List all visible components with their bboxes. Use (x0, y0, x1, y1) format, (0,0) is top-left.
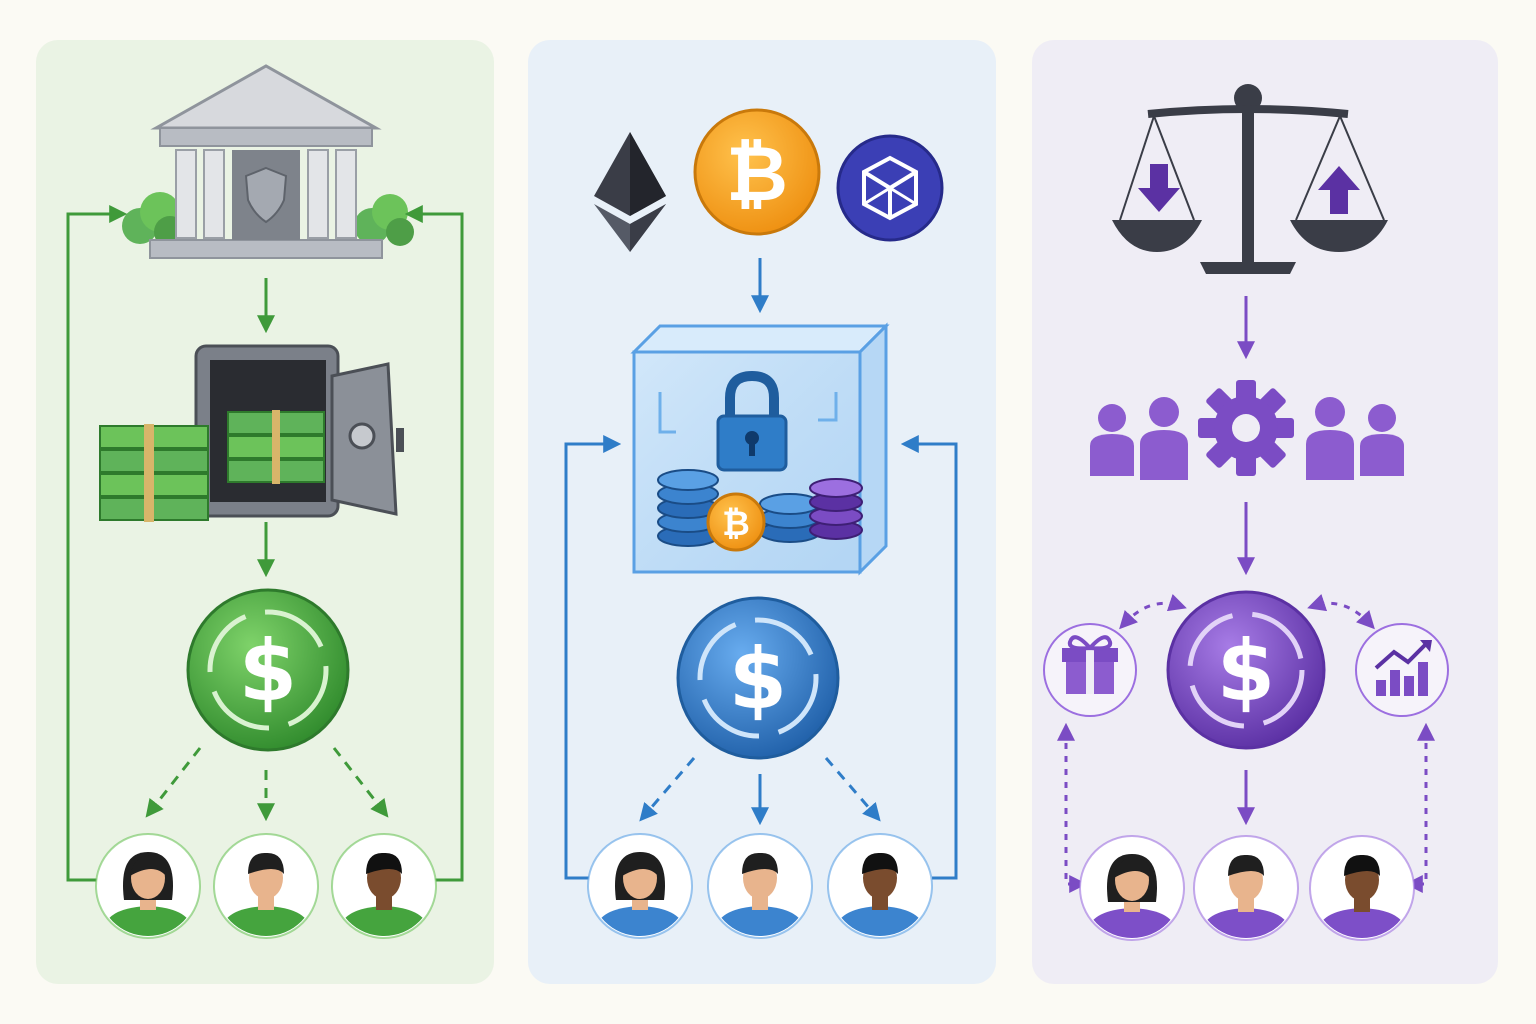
ethereum-icon (594, 132, 666, 252)
user-avatar-woman (1079, 835, 1185, 941)
gear-icon (1198, 380, 1294, 476)
reward-flow-arrow (1119, 594, 1187, 630)
balance-scale-icon (1112, 84, 1388, 274)
user-avatar-man (213, 833, 319, 939)
panel-crypto: ₿ (564, 108, 958, 939)
user-avatar-man-dark (331, 833, 437, 939)
bitcoin-small-coin-icon: ₿ (706, 492, 766, 552)
panel-fiat: $ (66, 64, 464, 939)
user-avatar-woman (95, 833, 201, 939)
bitcoin-coin-icon: ₿ (693, 108, 821, 236)
dollar-coin-icon: $ (186, 588, 350, 752)
cube-token-icon (836, 134, 944, 242)
user-avatar-woman (587, 833, 693, 939)
dollar-coin-icon: $ (1166, 590, 1326, 750)
svg-text:$: $ (239, 622, 297, 720)
user-avatar-man-dark (827, 833, 933, 939)
token-stack-icon (657, 469, 863, 547)
user-avatar-man (707, 833, 813, 939)
community-governance-icon (1090, 397, 1404, 480)
redemption-loop-arrow (66, 205, 128, 882)
redemption-loop-arrow (564, 435, 622, 880)
svg-text:$: $ (1217, 622, 1275, 720)
redemption-loop-arrow (900, 435, 958, 880)
bank-building-icon (149, 64, 383, 259)
growth-flow-arrow (1307, 594, 1375, 630)
dollar-coin-icon: $ (676, 596, 840, 760)
user-avatar-man (1193, 835, 1299, 941)
user-avatar-man-dark (1309, 835, 1415, 941)
cash-stack-icon (99, 410, 325, 522)
smart-contract-vault-icon: ₿ (630, 322, 890, 576)
redemption-loop-arrow (404, 205, 464, 882)
svg-text:₿: ₿ (726, 129, 788, 218)
gift-reward-icon (1043, 623, 1137, 717)
panel-algorithmic-background (1032, 40, 1498, 984)
distribution-arrow (145, 747, 202, 818)
bush-icon (122, 192, 414, 248)
svg-text:₿: ₿ (722, 504, 750, 544)
panel-algorithmic: $ (1043, 84, 1449, 941)
growth-chart-icon (1355, 623, 1449, 717)
distribution-arrow (639, 757, 696, 822)
distribution-arrow (824, 757, 881, 822)
distribution-arrow (332, 747, 389, 818)
svg-text:$: $ (729, 630, 787, 728)
